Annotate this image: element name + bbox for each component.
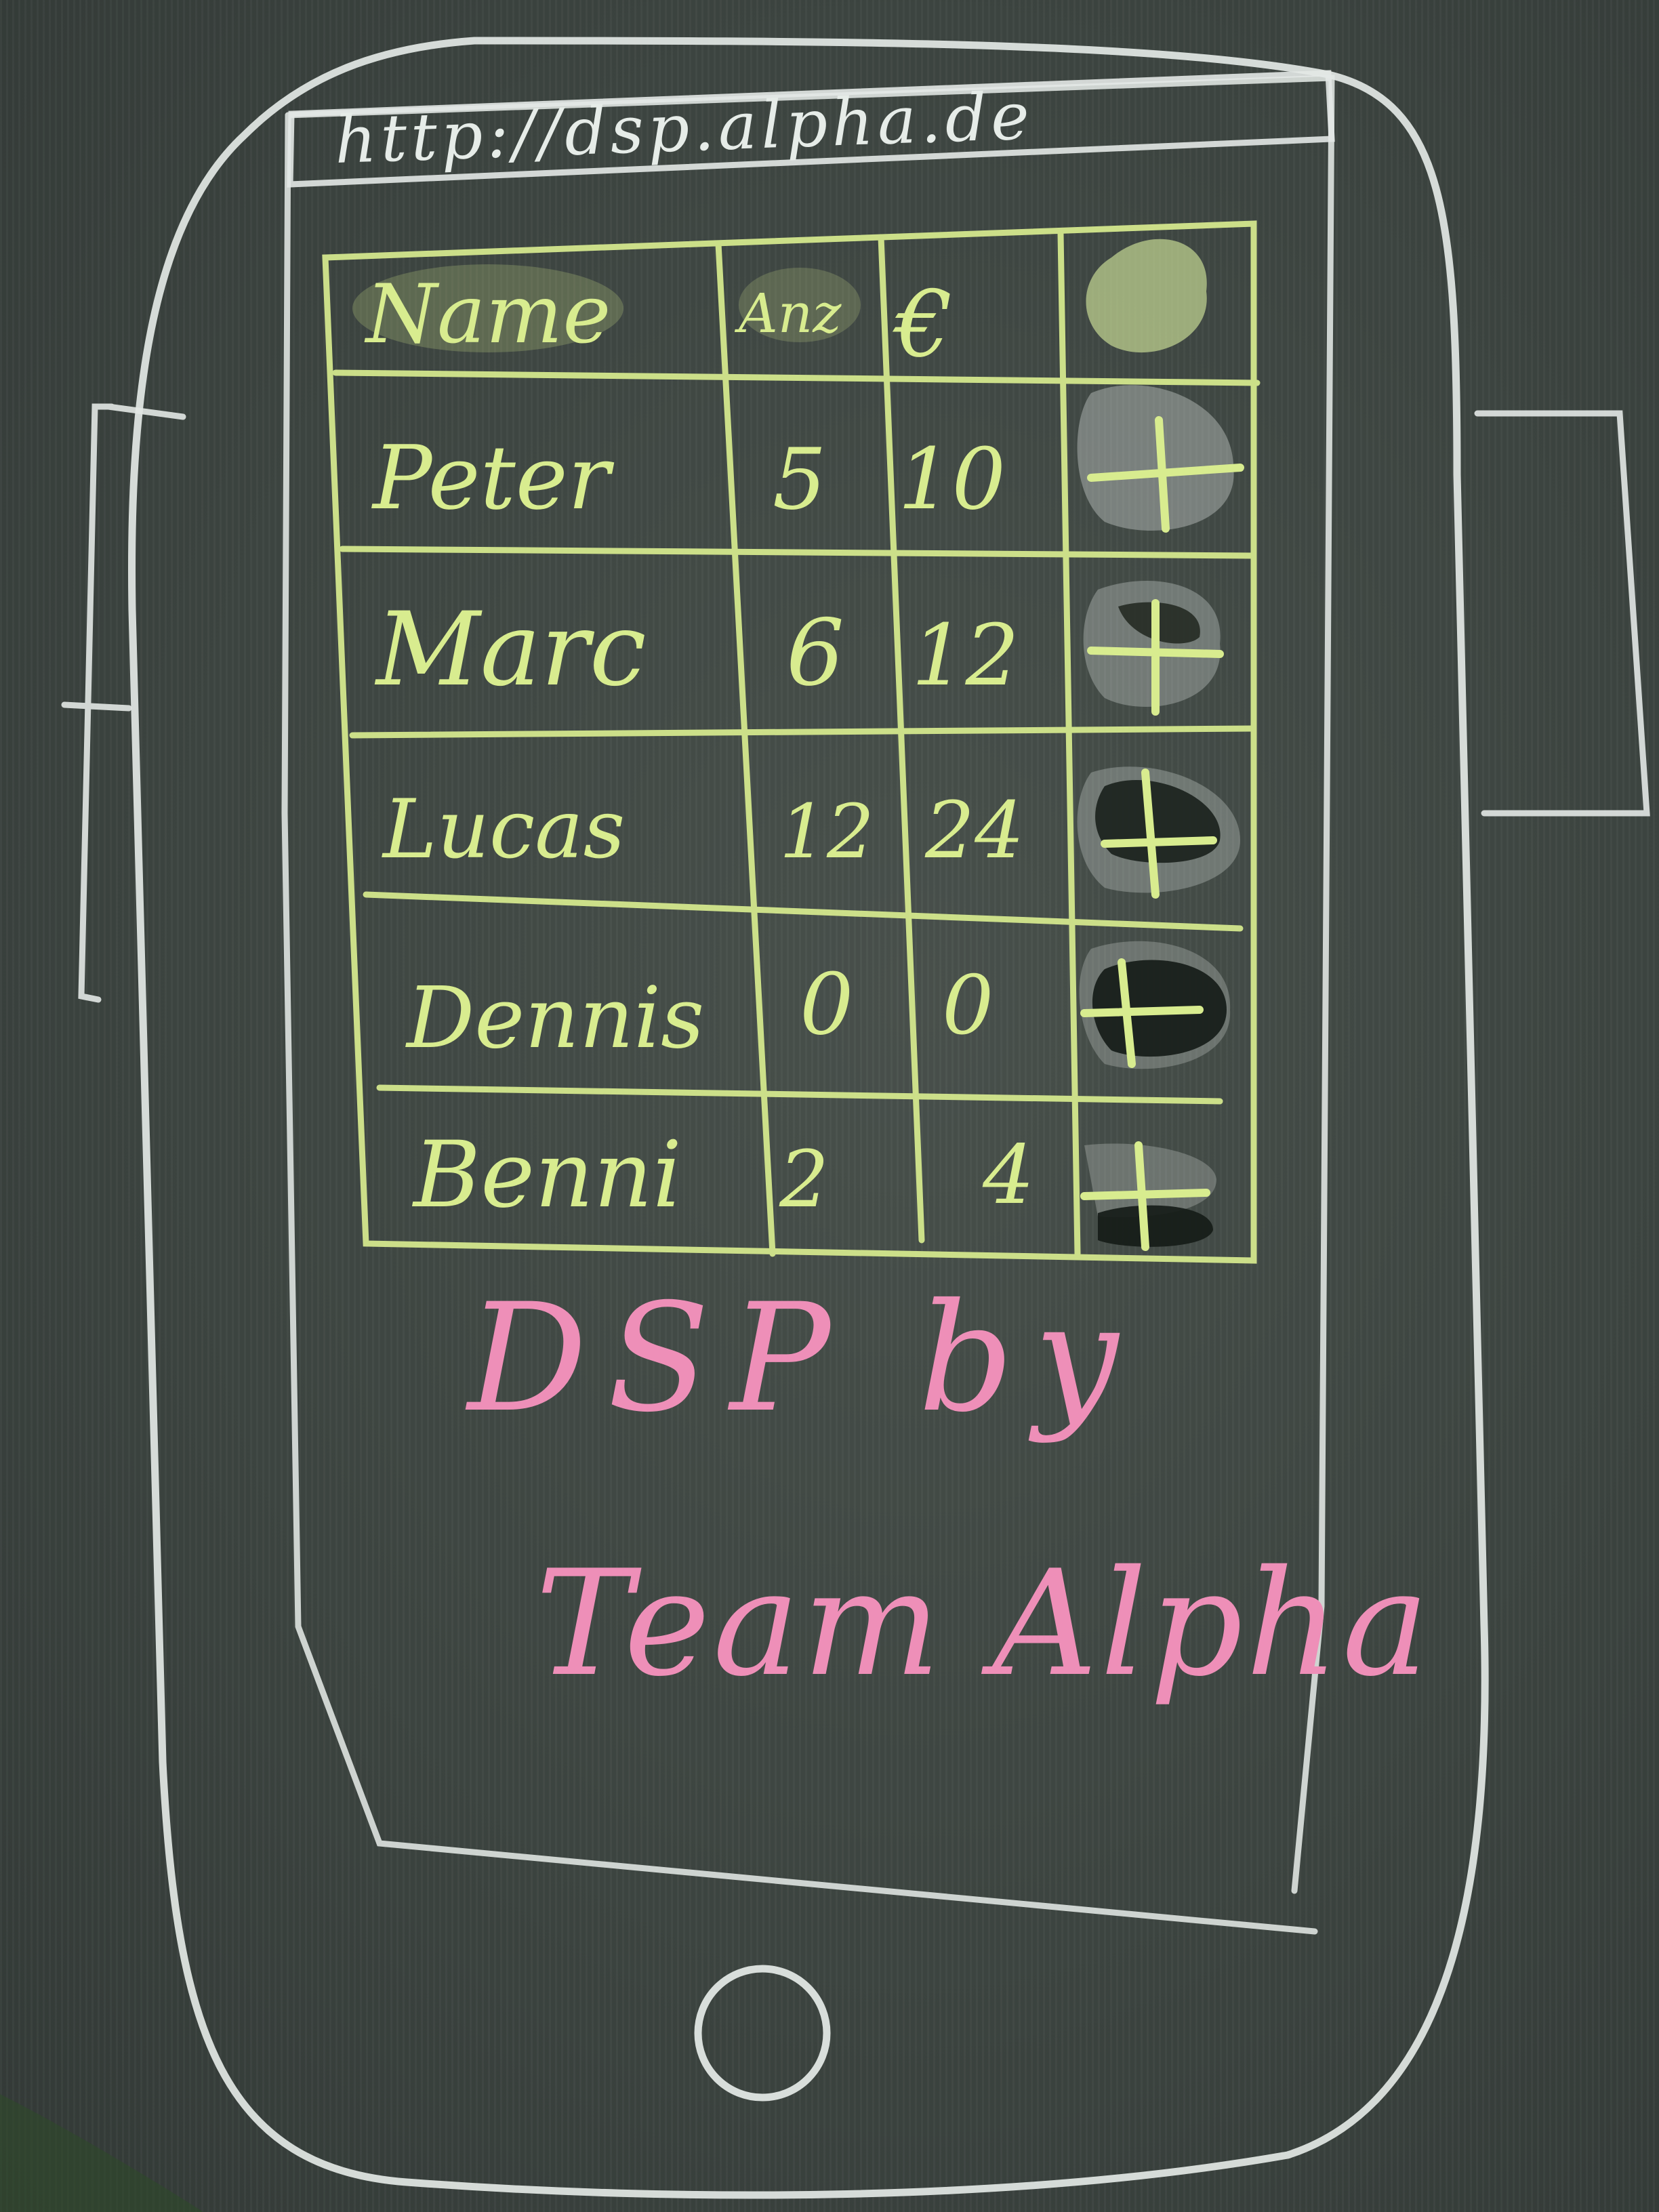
chalk-smudge — [0, 2094, 203, 2212]
table-row: Benni 2 4 — [411, 1122, 1216, 1251]
data-table — [322, 220, 1261, 1264]
footer-line1: DSP by — [465, 1271, 1139, 1445]
home-button[interactable] — [694, 1965, 831, 2102]
table-row: Peter 5 10 — [371, 385, 1244, 533]
row-name: Peter — [371, 426, 615, 529]
header-highlight-anz — [739, 268, 861, 342]
header-anz: Anz — [734, 282, 842, 345]
row-euro: 10 — [898, 430, 1006, 529]
footer-credit: DSP by Team Alpha — [465, 1271, 1432, 1708]
url-bar[interactable]: http://dsp.alpha.de — [287, 70, 1335, 188]
plus-icon[interactable] — [1080, 1141, 1216, 1251]
table-header: Name Anz € — [352, 239, 1207, 377]
row-name: Dennis — [405, 969, 704, 1067]
row-anz: 6 — [786, 600, 844, 706]
header-name: Name — [364, 268, 611, 362]
row-euro: 24 — [924, 785, 1024, 876]
row-euro: 12 — [912, 607, 1019, 705]
plus-icon[interactable] — [1077, 385, 1244, 533]
table-row: Marc 6 12 — [374, 580, 1224, 716]
row-name: Marc — [374, 591, 647, 709]
row-euro: 4 — [982, 1128, 1034, 1223]
row-anz: 2 — [779, 1134, 829, 1225]
plus-icon[interactable] — [1079, 941, 1231, 1069]
table-row: Lucas 12 24 — [382, 766, 1240, 899]
blob-icon — [1086, 239, 1207, 353]
header-highlight — [352, 264, 623, 352]
plus-icon[interactable] — [1077, 766, 1240, 899]
row-name: Benni — [411, 1122, 682, 1228]
table-row: Dennis 0 0 — [405, 941, 1231, 1069]
row-anz: 5 — [773, 430, 827, 529]
row-anz: 0 — [800, 956, 854, 1054]
phone-frame — [127, 37, 1489, 2199]
plus-icon[interactable] — [1083, 580, 1224, 716]
row-anz: 12 — [779, 788, 874, 875]
row-euro: 0 — [942, 959, 994, 1053]
row-name: Lucas — [382, 783, 625, 877]
footer-line2: Team Alpha — [535, 1538, 1432, 1708]
header-euro: € — [892, 271, 953, 377]
side-buttons — [61, 403, 1650, 1003]
url-text: http://dsp.alpha.de — [333, 78, 1035, 178]
